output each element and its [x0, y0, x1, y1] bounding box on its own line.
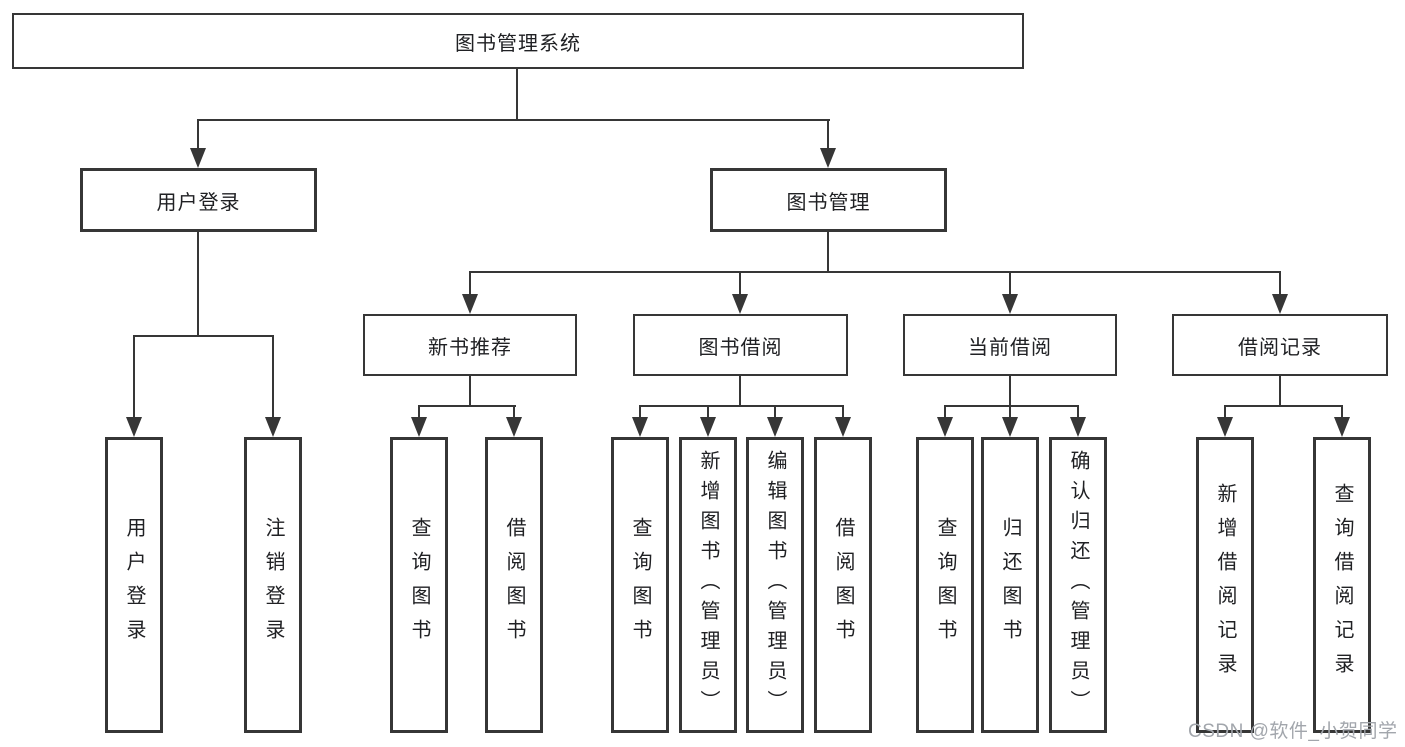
node-borrow-records-label: 借阅记录: [1238, 336, 1322, 359]
connector-vline: [1341, 405, 1343, 419]
connector-vline: [739, 271, 741, 296]
connector-hline: [418, 405, 516, 407]
leaf-records-add-record-label: 新增借阅记录: [1214, 483, 1236, 687]
node-book-borrow-label: 图书借阅: [698, 336, 783, 359]
leaf-newbook-query-books-label: 查询图书: [408, 517, 430, 653]
node-current-borrow-label: 当前借阅: [968, 336, 1052, 359]
arrow-down-icon: [820, 148, 836, 168]
leaf-user-login: 用户登录: [105, 437, 163, 733]
arrow-down-icon: [767, 417, 783, 437]
connector-vline: [469, 376, 471, 407]
leaf-logout-label: 注销登录: [262, 517, 284, 653]
node-user-login-label: 用户登录: [156, 191, 241, 214]
leaf-borrow-borrow-books-label: 借阅图书: [832, 517, 854, 653]
arrow-down-icon: [462, 294, 478, 314]
arrow-down-icon: [411, 417, 427, 437]
arrow-down-icon: [1002, 417, 1018, 437]
connector-vline: [639, 405, 641, 419]
arrow-down-icon: [265, 417, 281, 437]
connector-vline: [516, 69, 518, 121]
connector-vline: [418, 405, 420, 419]
leaf-borrow-edit-books-admin: 编辑图书（管理员）: [746, 437, 804, 733]
leaf-current-return-books: 归还图书: [981, 437, 1039, 733]
connector-vline: [197, 232, 199, 337]
leaf-newbook-borrow-books: 借阅图书: [485, 437, 543, 733]
node-new-book-recommend-label: 新书推荐: [428, 336, 512, 359]
leaf-current-confirm-return-admin: 确认归还（管理员）: [1049, 437, 1107, 733]
arrow-down-icon: [1334, 417, 1350, 437]
arrow-down-icon: [937, 417, 953, 437]
arrow-down-icon: [700, 417, 716, 437]
connector-hline: [469, 271, 1281, 273]
arrow-down-icon: [1217, 417, 1233, 437]
connector-vline: [842, 405, 844, 419]
leaf-records-query-record: 查询借阅记录: [1313, 437, 1371, 733]
arrow-down-icon: [835, 417, 851, 437]
connector-vline: [707, 405, 709, 419]
leaf-borrow-query-books-label: 查询图书: [629, 517, 651, 653]
leaf-current-query-books-label: 查询图书: [934, 517, 956, 653]
node-library-system: 图书管理系统: [12, 13, 1024, 69]
connector-vline: [944, 405, 946, 419]
connector-vline: [513, 405, 515, 419]
leaf-records-query-record-label: 查询借阅记录: [1331, 483, 1353, 687]
connector-vline: [1009, 271, 1011, 296]
leaf-borrow-borrow-books: 借阅图书: [814, 437, 872, 733]
node-new-book-recommend: 新书推荐: [363, 314, 577, 376]
leaf-current-query-books: 查询图书: [916, 437, 974, 733]
connector-vline: [1009, 376, 1011, 407]
connector-vline: [1279, 376, 1281, 407]
leaf-borrow-edit-books-admin-label: 编辑图书（管理员）: [764, 450, 786, 720]
connector-hline: [1224, 405, 1343, 407]
arrow-down-icon: [732, 294, 748, 314]
node-book-management-label: 图书管理: [786, 191, 871, 214]
node-borrow-records: 借阅记录: [1172, 314, 1388, 376]
connector-hline: [944, 405, 1079, 407]
connector-vline: [1009, 405, 1011, 419]
connector-vline: [827, 119, 829, 150]
csdn-watermark: CSDN @软件_小贺同学: [1188, 721, 1398, 742]
leaf-newbook-query-books: 查询图书: [390, 437, 448, 733]
leaf-borrow-add-books-admin-label: 新增图书（管理员）: [697, 450, 719, 720]
node-book-management: 图书管理: [710, 168, 947, 232]
connector-vline: [197, 119, 199, 150]
arrow-down-icon: [1272, 294, 1288, 314]
node-library-system-label: 图书管理系统: [455, 32, 581, 55]
arrow-down-icon: [632, 417, 648, 437]
leaf-current-return-books-label: 归还图书: [999, 517, 1021, 653]
node-book-borrow: 图书借阅: [633, 314, 848, 376]
connector-vline: [774, 405, 776, 419]
connector-vline: [133, 335, 135, 419]
node-user-login: 用户登录: [80, 168, 317, 232]
leaf-current-confirm-return-admin-label: 确认归还（管理员）: [1067, 450, 1089, 720]
arrow-down-icon: [1002, 294, 1018, 314]
leaf-logout: 注销登录: [244, 437, 302, 733]
connector-vline: [739, 376, 741, 407]
connector-vline: [827, 232, 829, 273]
arrow-down-icon: [126, 417, 142, 437]
leaf-borrow-add-books-admin: 新增图书（管理员）: [679, 437, 737, 733]
connector-vline: [469, 271, 471, 296]
leaf-user-login-label: 用户登录: [123, 517, 145, 653]
leaf-newbook-borrow-books-label: 借阅图书: [503, 517, 525, 653]
arrow-down-icon: [1070, 417, 1086, 437]
leaf-records-add-record: 新增借阅记录: [1196, 437, 1254, 733]
connector-hline: [639, 405, 844, 407]
connector-vline: [1224, 405, 1226, 419]
connector-vline: [1077, 405, 1079, 419]
arrow-down-icon: [190, 148, 206, 168]
leaf-borrow-query-books: 查询图书: [611, 437, 669, 733]
connector-hline: [197, 119, 830, 121]
connector-vline: [1279, 271, 1281, 296]
arrow-down-icon: [506, 417, 522, 437]
connector-vline: [272, 335, 274, 419]
connector-hline: [133, 335, 274, 337]
node-current-borrow: 当前借阅: [903, 314, 1117, 376]
